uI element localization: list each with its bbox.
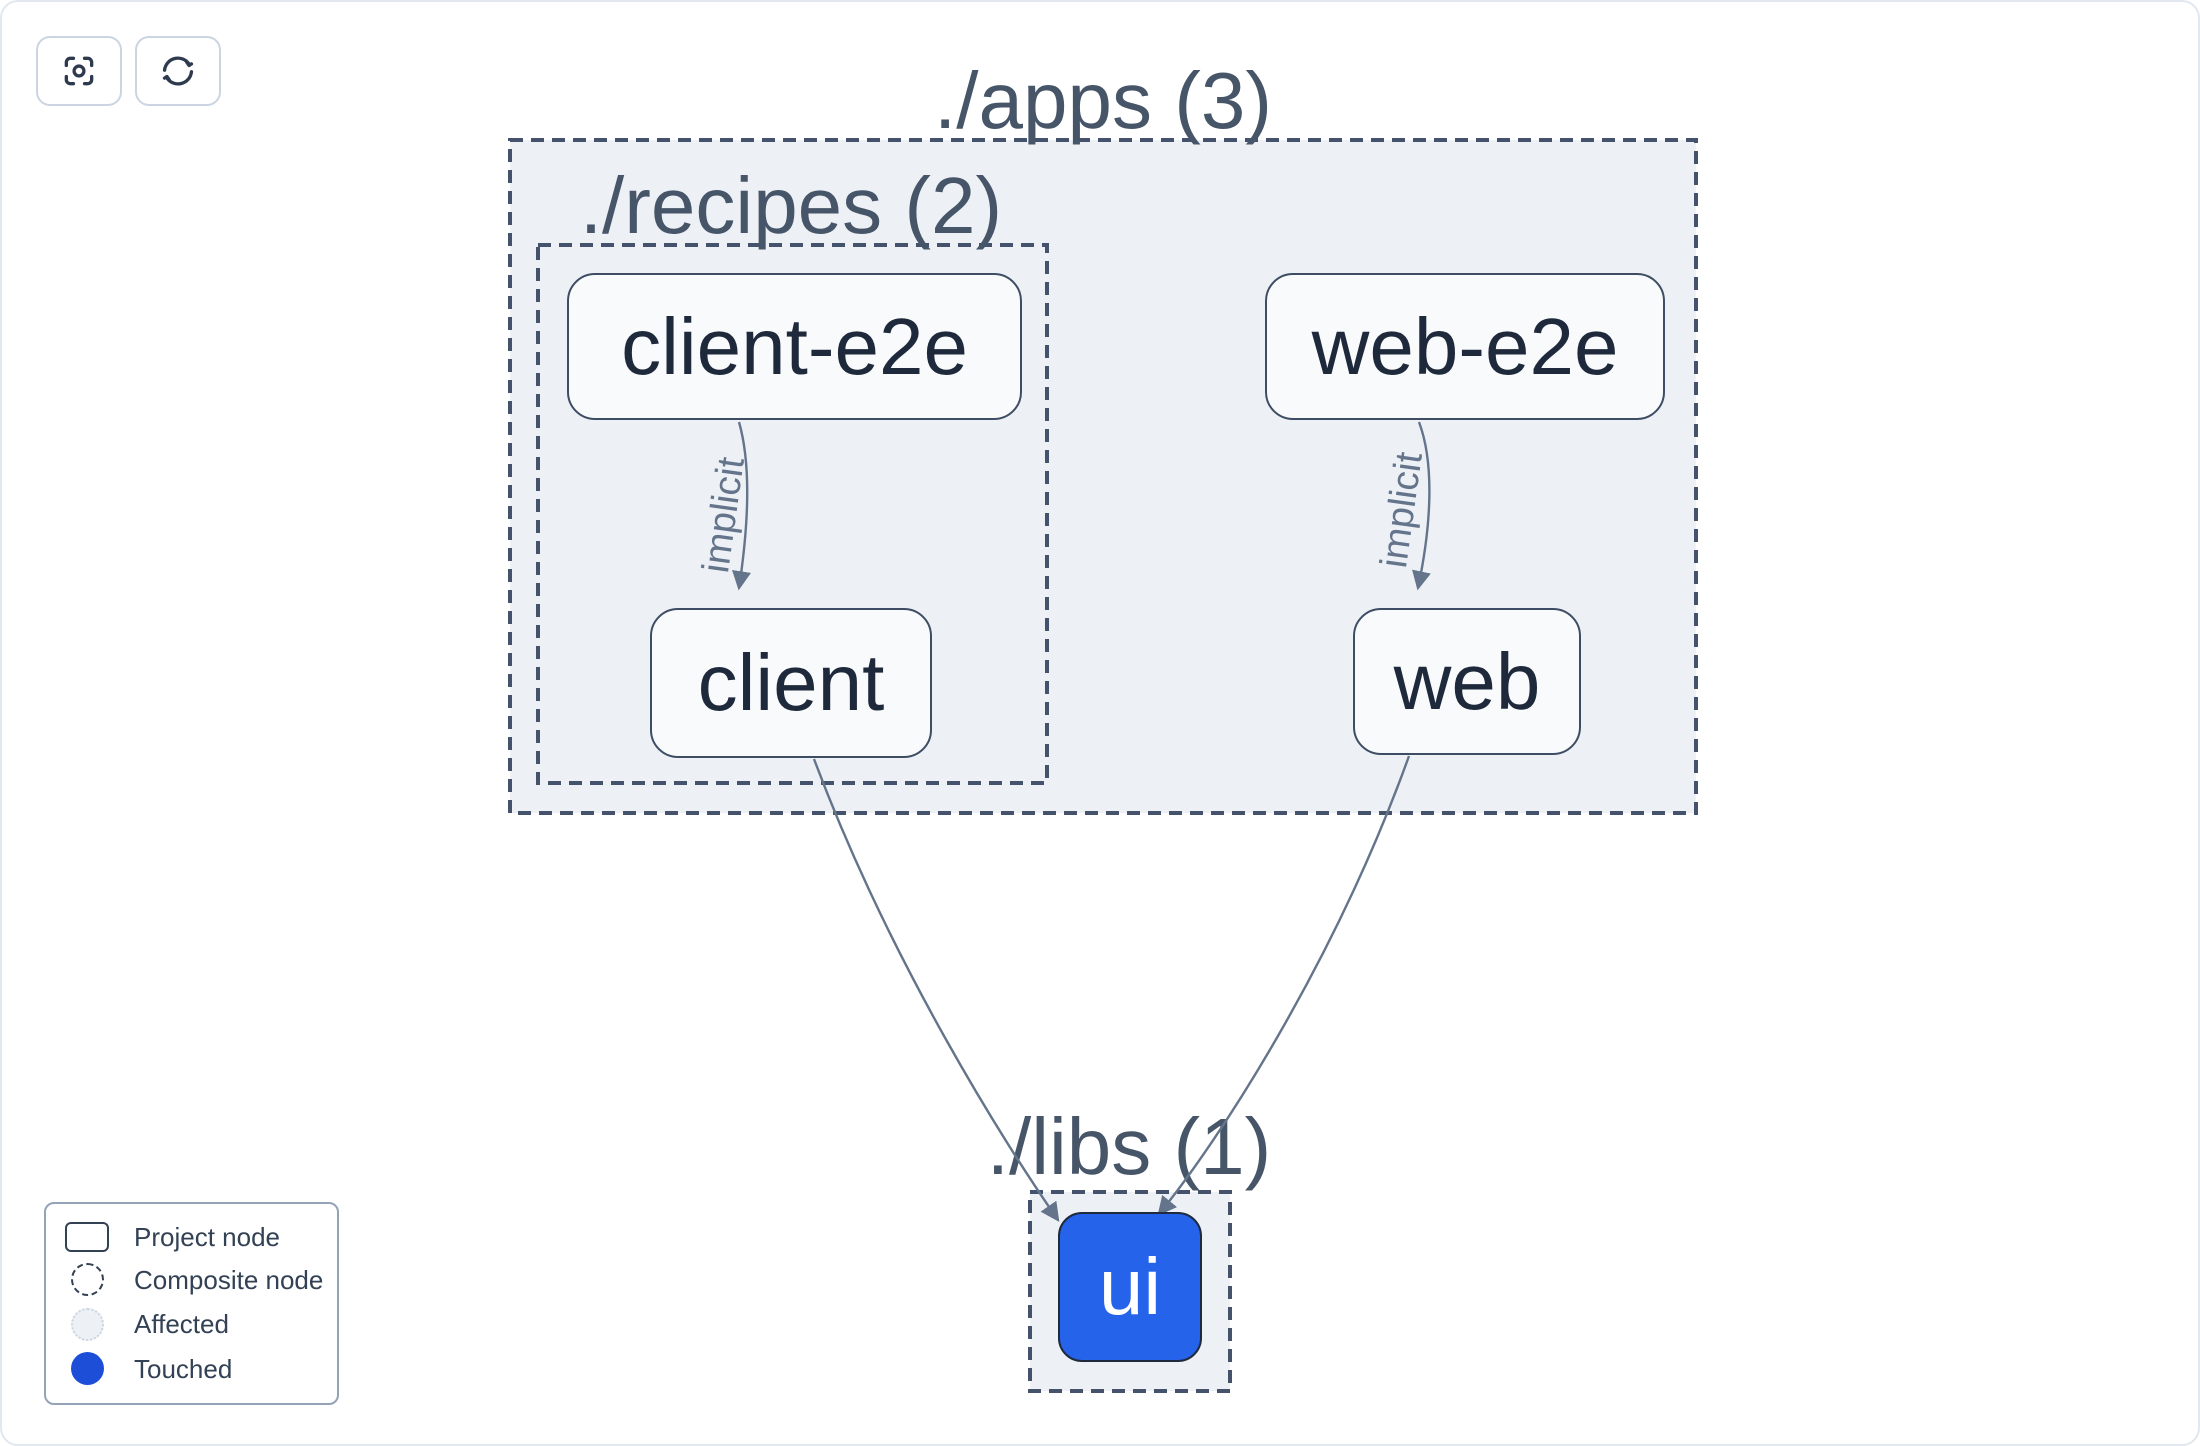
composite-node-icon xyxy=(64,1263,110,1297)
node-label: client xyxy=(697,638,885,727)
legend-label: Project node xyxy=(134,1221,280,1252)
node-label: client-e2e xyxy=(621,301,968,391)
legend-label: Affected xyxy=(134,1309,229,1340)
node-client-e2e[interactable]: client-e2e xyxy=(567,273,1022,420)
node-ui[interactable]: ui xyxy=(1058,1212,1202,1362)
node-web-e2e[interactable]: web-e2e xyxy=(1265,273,1665,420)
legend-row-touched: Touched xyxy=(64,1352,319,1386)
legend-row-affected: Affected xyxy=(64,1307,319,1341)
group-label-recipes: ./recipes (2) xyxy=(579,161,1003,250)
affected-icon xyxy=(64,1307,110,1341)
group-label-apps: ./apps (3) xyxy=(934,56,1272,145)
center-graph-button[interactable] xyxy=(36,36,122,106)
legend-label: Touched xyxy=(134,1353,233,1384)
refresh-icon xyxy=(159,52,197,90)
focus-icon xyxy=(60,52,98,90)
legend-label: Composite node xyxy=(134,1264,324,1295)
legend: Project node Composite node Affected Tou… xyxy=(44,1202,339,1405)
node-client[interactable]: client xyxy=(650,608,932,758)
graph-toolbar xyxy=(36,36,221,106)
refresh-graph-button[interactable] xyxy=(135,36,221,106)
legend-row-project-node: Project node xyxy=(64,1221,319,1252)
touched-icon xyxy=(64,1352,110,1386)
project-node-icon xyxy=(64,1221,110,1252)
node-label: ui xyxy=(1098,1242,1162,1331)
group-label-libs: ./libs (1) xyxy=(986,1102,1272,1191)
legend-row-composite-node: Composite node xyxy=(64,1263,323,1297)
node-label: web-e2e xyxy=(1311,301,1619,391)
node-web[interactable]: web xyxy=(1353,608,1581,755)
node-label: web xyxy=(1393,636,1541,726)
